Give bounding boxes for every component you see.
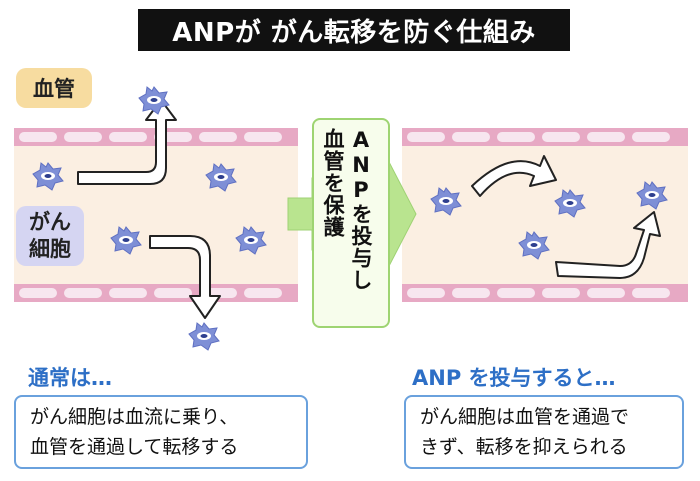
anp-desc-line2: きず、転移を抑えられる: [420, 436, 628, 458]
anp-text-col1: ANPを投与し: [349, 128, 373, 291]
anp-desc-line1: がん細胞は血管を通過で: [420, 406, 630, 428]
right-vessel-top-wall: [402, 128, 688, 146]
right-vessel-bottom-wall: [402, 284, 688, 302]
anp-text-col2: 血管を保護: [321, 128, 345, 238]
normal-case-heading: 通常は…: [28, 366, 112, 390]
normal-case-description: がん細胞は血流に乗り、 血管を通過して転移する: [14, 395, 308, 469]
left-escape-arrow-down: [149, 235, 221, 319]
cancer-label-line2: 細胞: [29, 237, 71, 261]
anp-treatment-box: ANPを投与し 血管を保護: [312, 118, 390, 328]
anp-case-description: がん細胞は血管を通過で きず、転移を抑えられる: [404, 395, 684, 469]
vessel-label: 血管: [16, 68, 92, 108]
left-vessel-bottom-wall: [14, 284, 298, 302]
cancer-label-line1: がん: [29, 210, 71, 234]
cancer-cell-icon: [188, 322, 220, 351]
diagram-title: ANPが がん転移を防ぐ仕組み: [138, 9, 570, 51]
anp-case-heading: ANP を投与すると…: [412, 366, 616, 390]
left-escape-arrow-up: [77, 99, 177, 185]
normal-desc-line2: 血管を通過して転移する: [30, 436, 239, 458]
right-blocked-arrow-2: [555, 211, 661, 279]
right-blocked-arrow-1: [471, 155, 557, 197]
cancer-cell-label: がん 細胞: [16, 206, 84, 266]
normal-desc-line1: がん細胞は血流に乗り、: [30, 406, 239, 428]
